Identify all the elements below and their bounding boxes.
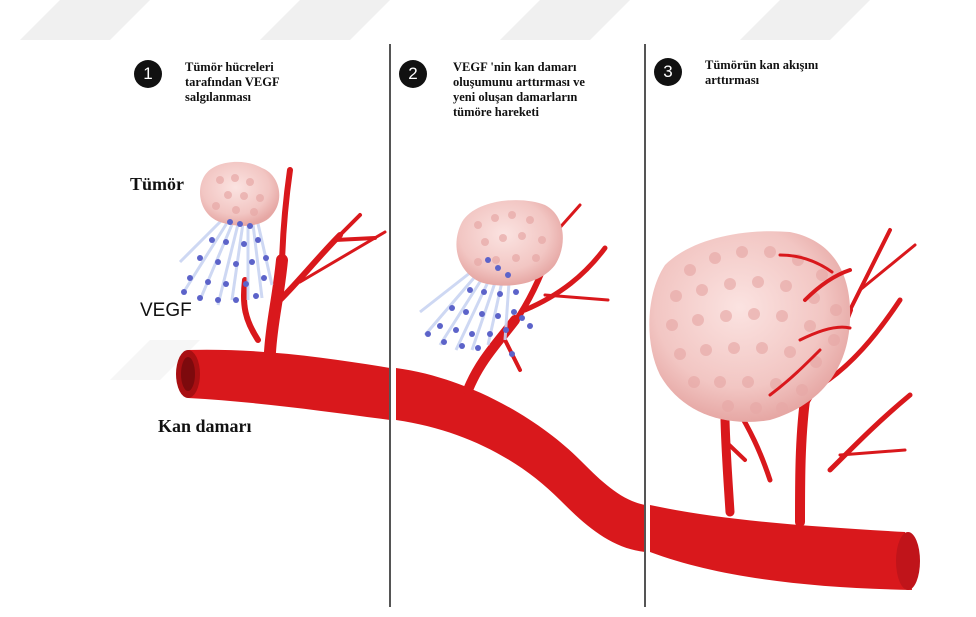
vessel-label: Kan damarı xyxy=(158,416,252,437)
step-2-caption-line: oluşumunu arttırması ve xyxy=(453,75,585,90)
step-3-caption: Tümörün kan akışını arttırması xyxy=(705,58,818,88)
step-2-number: 2 xyxy=(399,60,427,88)
tumor-label: Tümör xyxy=(130,174,184,195)
step-3-caption-line: arttırması xyxy=(705,73,818,88)
tumor-panel-1 xyxy=(200,162,279,226)
vegf-dots-panel-1 xyxy=(181,219,269,303)
step-2-caption-line: yeni oluşan damarların xyxy=(453,90,585,105)
step-3-caption-line: Tümörün kan akışını xyxy=(705,58,818,73)
step-1-caption-line: tarafından VEGF xyxy=(185,75,280,90)
step-1-caption-line: salgılanması xyxy=(185,90,280,105)
step-2-caption-line: tümöre hareketi xyxy=(453,105,585,120)
vegf-rays-panel-1 xyxy=(180,214,272,305)
step-1-number: 1 xyxy=(134,60,162,88)
panel-divider-1 xyxy=(389,44,391,607)
step-1-caption-line: Tümör hücreleri xyxy=(185,60,280,75)
vegf-label: VEGF xyxy=(140,300,192,322)
step-2-caption: VEGF 'nin kan damarı oluşumunu arttırmas… xyxy=(453,60,585,120)
step-2-caption-line: VEGF 'nin kan damarı xyxy=(453,60,585,75)
step-3-number: 3 xyxy=(654,58,682,86)
panel-divider-2 xyxy=(644,44,646,607)
step-1-caption: Tümör hücreleri tarafından VEGF salgılan… xyxy=(185,60,280,105)
tumor-panel-3 xyxy=(649,231,850,422)
